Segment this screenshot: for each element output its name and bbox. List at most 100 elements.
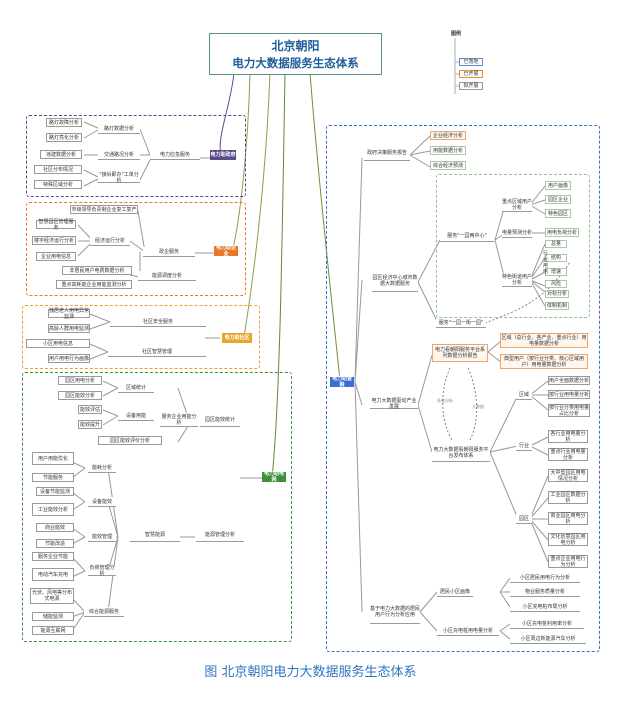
- node-g5-b16: 体制机制: [545, 302, 569, 310]
- node-g5-d8: 小区周边新能源汽车分析: [510, 634, 586, 644]
- node-g5-c10: 按行业用电量分析: [548, 390, 590, 399]
- legend-item-ongoing: 已开展: [459, 70, 483, 78]
- node-g4-n6: 能效评估: [78, 405, 102, 414]
- node-g4-n19: 工业能效分析: [32, 503, 74, 516]
- tag-enterprise: 电力助企业: [214, 245, 238, 257]
- legend-title: 图例: [451, 31, 462, 37]
- node-g5-c18: 商业园区用电分析: [548, 512, 588, 525]
- node-g5-b11: 总量: [545, 240, 567, 248]
- tag-government: 电力助政府: [210, 150, 236, 160]
- node-g4-n27: 能源互联网: [32, 626, 74, 635]
- node-g5-c17: 工业园区数据分析: [548, 491, 588, 504]
- node-g5-b9: 用电负荷分析: [545, 228, 579, 237]
- node-g4-n4: 服务企业用能分析: [160, 413, 198, 427]
- node-g5-a2: 企业经济分析: [430, 131, 466, 140]
- node-g5-a4: 综合经济预测: [430, 161, 466, 170]
- node-g3-n1: 独居老人用电异常监测: [48, 307, 90, 320]
- node-g4-n22: 负荷管理分析: [88, 564, 116, 577]
- node-g1-n2: 路灯亮化分析: [46, 133, 82, 142]
- node-g5-b5: 电量预测分析: [502, 228, 532, 238]
- node-g5-c7: 电力大数据看朝阳服务平台发布体系: [432, 444, 490, 462]
- node-g2-n1: 市级领导负责制企业复工复产: [70, 205, 138, 214]
- legend-item-planned: 拟开展: [459, 82, 483, 90]
- tag-community: 电力助社区: [222, 333, 252, 343]
- node-g5-d4: 物业服务质量分析: [510, 587, 580, 597]
- node-g5-c14: 重点行业用电量分析: [548, 448, 588, 461]
- node-g5-d6: 小区充电桩用电量分析: [437, 626, 499, 636]
- node-g5-b7: 行业用电: [543, 251, 549, 275]
- title-line-2: 电力大数据服务生态体系: [232, 56, 359, 70]
- node-g5-c2: 电力看朝阳服务平台系列数据分析报告: [432, 344, 488, 362]
- node-g1-n1: 路灯故障分析: [46, 118, 82, 127]
- node-g5-c15: 园区: [516, 514, 532, 524]
- node-g1-n8: 社区分布情况: [34, 165, 82, 174]
- node-g1-n10: 特殊区域分析: [34, 180, 82, 189]
- node-g4-n13: 用户用能优化: [32, 452, 74, 465]
- node-g2-n10: 重点高耗能企业用能监测分析: [56, 280, 132, 289]
- node-g5-c9: 用户全面数据分析: [548, 376, 590, 385]
- node-g5-d5: 小区充电桩布局分析: [510, 602, 580, 612]
- node-g2-n5: 政企服务: [143, 247, 195, 257]
- node-emergency: 电力应急服务: [150, 150, 200, 160]
- node-g3-n5: 社区智慧管理: [108, 347, 206, 357]
- figure-caption: 图 北京朝阳电力大数据服务生态体系: [204, 665, 417, 680]
- group-grid: [22, 372, 292, 642]
- node-g5-b10: 特色街道用户分析: [502, 273, 533, 287]
- node-g4-n10: 智慧能源: [130, 528, 180, 542]
- node-g4-n21: 节能改造: [36, 539, 74, 548]
- node-g4-n24: 电动汽车充电: [32, 568, 74, 581]
- node-g4-n15: 能耗分析: [88, 463, 116, 473]
- node-g4-n12: 能源管理分析: [196, 528, 244, 542]
- node-g5-c4: 典型用户（按行业分类、核心区域用户）用电量数据分析: [500, 354, 588, 369]
- node-g5-c8: 区域: [516, 390, 532, 400]
- node-g3-n4: 小区用电信息: [26, 339, 90, 348]
- node-g4-n5: 设备用能: [118, 411, 154, 421]
- legend-item-done: 已落地: [459, 58, 483, 66]
- node-g4-n14: 节能服务: [32, 473, 74, 482]
- legend: 图例 已落地 已开展 拟开展: [451, 30, 491, 100]
- node-g5-b1: 园区经济中心城市数据大数据服务: [372, 270, 418, 292]
- node-g4-n2: 园区能效分析: [58, 391, 102, 400]
- node-g2-n4: 经济运行分析: [90, 236, 130, 246]
- node-g4-n16: 设备能效: [88, 497, 116, 507]
- node-g5-c13: 各行业用电量分析: [548, 430, 588, 443]
- node-g5-b17: 服务"一园一街一园": [436, 319, 486, 328]
- node-g5-d7: 小区充电桩利用率分析: [510, 619, 584, 629]
- node-g4-n1: 园区用电分析: [58, 376, 102, 385]
- node-g5-b13: 增速: [545, 268, 567, 276]
- node-g5-d2: 居民小区画像: [437, 587, 473, 597]
- node-g5-c16: 大中型园区用电情况分析: [548, 469, 588, 482]
- node-g5-b8: 特色园区: [545, 209, 571, 218]
- node-g5-c19: 文化创意园区用电分析: [548, 533, 588, 546]
- note-c5: 多维分析: [437, 398, 453, 403]
- node-g4-n17: 设备节能监测: [36, 487, 74, 496]
- node-g1-n3: 路灯数据分析: [98, 124, 140, 134]
- group-government: [26, 115, 246, 197]
- node-g2-n11: 能源调度分析: [138, 271, 196, 281]
- node-g5-c21: 重点企业用电行为分析: [548, 555, 588, 568]
- group-enterprise: [26, 202, 246, 296]
- node-g4-n23: 光伏、风电等分布式电源: [30, 588, 74, 604]
- node-g5-c1: 电力大数据驱动产业发展: [370, 397, 418, 410]
- title-line-1: 北京朝阳: [271, 39, 320, 53]
- node-g5-a1: 政府决策服务报告: [364, 145, 410, 161]
- node-g1-n9: "接诉即办"工单分析: [98, 171, 140, 184]
- node-g3-n3: 高龄人群用电监测: [48, 324, 90, 333]
- node-g4-n20: 商业能效: [36, 523, 74, 532]
- node-g4-n11: 园区能效统计: [200, 413, 240, 427]
- subgroup-park: [436, 174, 590, 318]
- node-g4-n7: 园区能效评价分析: [98, 436, 162, 445]
- node-g3-n2: 社区安全服务: [110, 317, 206, 327]
- node-g4-n8: 能效提升: [78, 420, 102, 429]
- tag-grid: 电力助电网: [262, 471, 286, 483]
- node-g1-n6: 交通路况分析: [98, 150, 140, 160]
- node-g2-n9: 非居民用户电费数据分析: [62, 266, 132, 275]
- node-g2-n6: 企业用电信息: [36, 252, 76, 261]
- node-g5-b2: 服务"一园两中心": [440, 230, 494, 242]
- node-g4-n26: 综合能源服务: [84, 607, 124, 617]
- node-g4-n18: 能效管理: [88, 532, 116, 542]
- node-g2-n3: 楼宇经济运行分析: [32, 236, 76, 245]
- node-g1-n5: 违建数据分析: [40, 150, 82, 159]
- node-g5-b12: 结构: [545, 254, 567, 262]
